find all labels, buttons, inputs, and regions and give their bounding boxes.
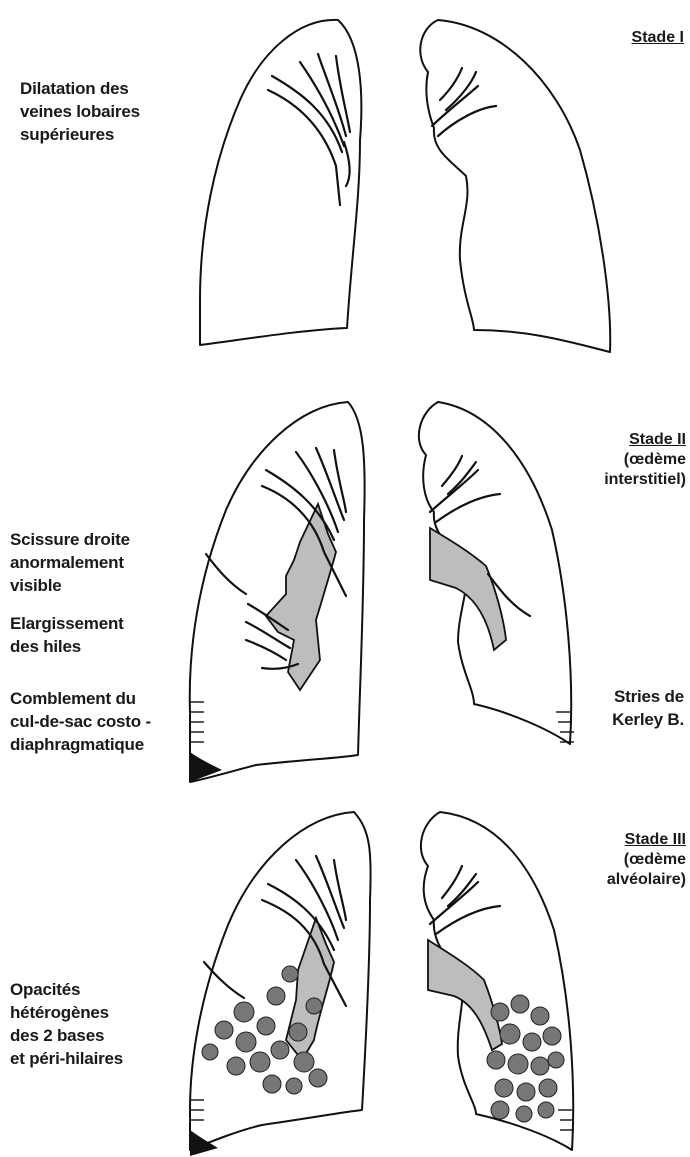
- stage-2-label: Stade II: [604, 430, 686, 450]
- right-lung-stage-3: [190, 812, 371, 1150]
- label-hiles: Elargissement des hiles: [10, 612, 124, 658]
- stage-1-label: Stade I: [632, 28, 684, 48]
- label-kerley: Stries de Kerley B.: [612, 685, 684, 731]
- stage-3-subtitle-1: (œdème: [607, 850, 686, 870]
- label-scissure: Scissure droite anormalement visible: [10, 528, 130, 597]
- stage-3-lungs: [190, 812, 574, 1156]
- stage-2-subtitle-1: (œdème: [604, 450, 686, 470]
- label-comblement: Comblement du cul-de-sac costo - diaphra…: [10, 687, 151, 756]
- right-hile: [266, 504, 336, 690]
- right-lung-stage-2: [190, 402, 365, 782]
- stage-3-title: Stade III (œdème alvéolaire): [607, 830, 686, 890]
- stage-1-lungs: [200, 20, 610, 352]
- label-opacites: Opacités hétérogènes des 2 bases et péri…: [10, 978, 123, 1070]
- stage-2-lungs: [190, 402, 574, 782]
- stage-2-title: Stade II (œdème interstitiel): [604, 430, 686, 490]
- left-lung-stage-1: [420, 20, 610, 352]
- left-hile: [430, 528, 506, 650]
- left-opacities: [487, 995, 564, 1122]
- label-veines: Dilatation des veines lobaires supérieur…: [20, 77, 140, 146]
- stage-3-label: Stade III: [607, 830, 686, 850]
- stage-1-title: Stade I: [632, 28, 684, 48]
- stage-2-subtitle-2: interstitiel): [604, 470, 686, 490]
- stage-3-subtitle-2: alvéolaire): [607, 870, 686, 890]
